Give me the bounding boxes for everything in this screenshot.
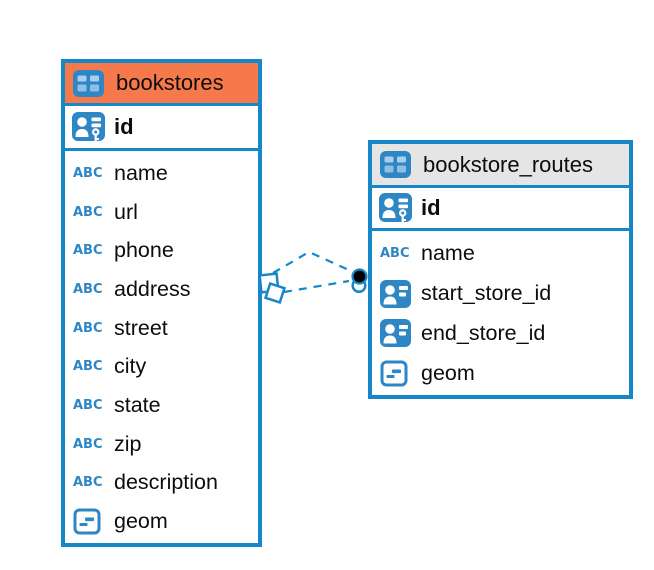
table-title: bookstores (116, 70, 224, 95)
column-row[interactable]: ABC name (65, 154, 258, 193)
text-type-icon: ABC (73, 204, 103, 220)
column-row-pk[interactable]: id (65, 106, 258, 151)
geometry-type-icon (73, 508, 107, 535)
text-type-icon: ABC (73, 165, 103, 181)
column-name: city (114, 354, 147, 379)
column-name: phone (114, 238, 174, 263)
column-row[interactable]: ABC url (65, 193, 258, 232)
table-header-bookstore-routes[interactable]: bookstore_routes (372, 144, 629, 188)
text-type-icon: ABC (73, 436, 103, 452)
primary-key-icon (72, 111, 105, 142)
table-bookstore-routes[interactable]: bookstore_routes id ABC name (368, 140, 633, 399)
column-name-pk: id (114, 114, 134, 139)
primary-key-icon (72, 111, 106, 143)
column-row[interactable]: geom (65, 502, 258, 541)
text-type-icon: ABC (380, 246, 410, 262)
text-type-icon: ABC (73, 475, 103, 491)
table-icon (73, 69, 107, 97)
column-name: geom (114, 509, 168, 534)
column-name: zip (114, 431, 142, 456)
column-row[interactable]: ABC name (372, 234, 629, 274)
text-type-icon: ABC (73, 281, 103, 297)
column-row[interactable]: ABC street (65, 309, 258, 348)
table-header-bookstores[interactable]: bookstores (65, 63, 258, 106)
relationship-line-lower[interactable] (283, 279, 350, 294)
column-row[interactable]: ABC address (65, 270, 258, 309)
table-title: bookstore_routes (423, 151, 593, 177)
column-name: name (421, 241, 475, 266)
text-type-icon: ABC (73, 359, 103, 375)
reference-type-icon (380, 319, 411, 348)
column-row-pk[interactable]: id (372, 188, 629, 231)
primary-key-icon (379, 192, 412, 223)
column-name: street (114, 315, 168, 340)
column-row[interactable]: ABC zip (65, 425, 258, 464)
primary-key-icon (379, 192, 413, 224)
column-row[interactable]: end_store_id (372, 314, 629, 354)
text-type-icon: ABC (73, 243, 103, 259)
table-bookstores[interactable]: bookstores id ABC name (61, 59, 262, 547)
cardinality-marker-squares[interactable] (258, 272, 287, 305)
column-name-pk: id (421, 195, 441, 220)
text-type-icon: ABC (73, 320, 103, 336)
connection-endpoint-dot[interactable] (351, 268, 368, 294)
column-row[interactable]: ABC city (65, 348, 258, 387)
relationship-line-upper[interactable] (272, 250, 352, 274)
column-row[interactable]: start_store_id (372, 274, 629, 314)
table-body: ABC name ABC url ABC phone ABC address A… (65, 151, 258, 543)
column-name: url (114, 199, 138, 224)
relationship-lines[interactable] (272, 250, 352, 294)
geometry-type-icon (380, 360, 414, 387)
reference-type-icon (380, 279, 414, 308)
column-row[interactable]: geom (372, 353, 629, 393)
column-name: address (114, 276, 191, 301)
column-name: end_store_id (421, 320, 546, 345)
column-name: state (114, 393, 161, 418)
table-icon (380, 151, 411, 178)
geometry-type-icon (73, 508, 101, 535)
column-name: name (114, 160, 168, 185)
reference-type-icon (380, 319, 414, 348)
text-type-icon: ABC (73, 398, 103, 414)
reference-type-icon (380, 279, 411, 308)
column-name: start_store_id (421, 281, 552, 306)
column-name: geom (421, 360, 475, 385)
table-icon (380, 151, 414, 178)
column-name: description (114, 470, 218, 495)
column-row[interactable]: ABC state (65, 386, 258, 425)
column-row[interactable]: ABC description (65, 464, 258, 503)
geometry-type-icon (380, 360, 408, 387)
table-icon (73, 69, 104, 97)
column-row[interactable]: ABC phone (65, 231, 258, 270)
table-body: ABC name start_store_id (372, 231, 629, 395)
